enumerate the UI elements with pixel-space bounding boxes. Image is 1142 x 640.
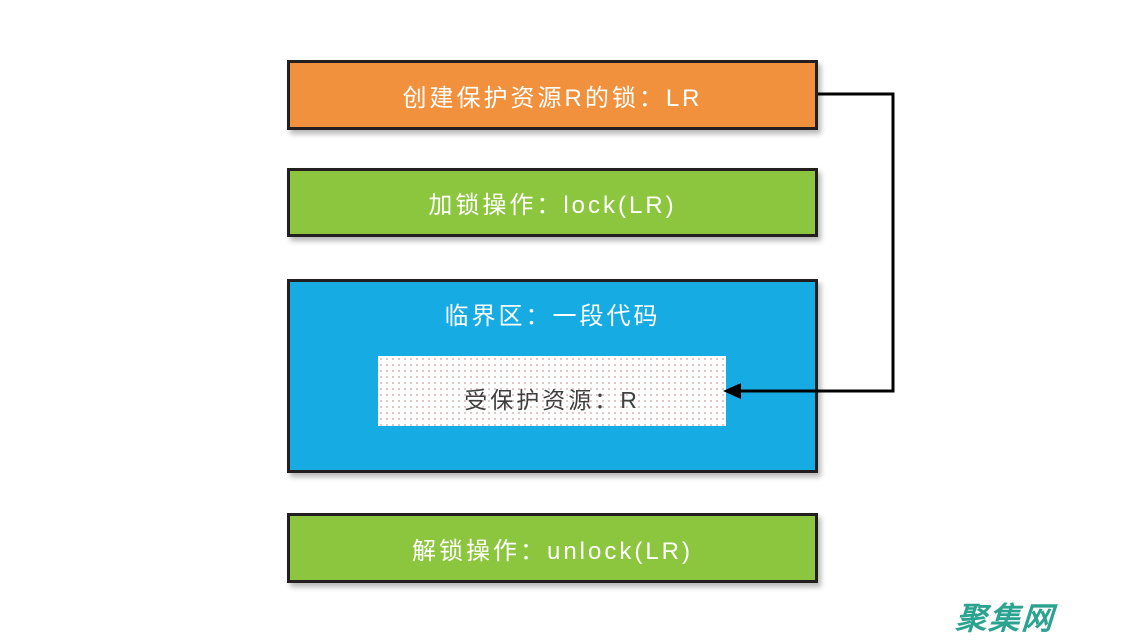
box-unlock-operation-label: 解锁操作：unlock(LR) <box>411 537 694 565</box>
box-protected-resource: 受保护资源：R <box>378 356 726 426</box>
site-logo: 聚集网 <box>954 601 1057 636</box>
box-create-lock-label: 创建保护资源R的锁：LR <box>402 84 703 112</box>
box-lock-operation-label: 加锁操作：lock(LR) <box>428 192 677 219</box>
box-critical-section: 临界区：一段代码 受保护资源：R <box>287 279 818 473</box>
box-critical-section-label: 临界区：一段代码 <box>444 303 661 330</box>
box-protected-resource-label: 受保护资源：R <box>464 387 640 413</box>
box-create-lock: 创建保护资源R的锁：LR <box>287 60 818 130</box>
box-unlock-operation: 解锁操作：unlock(LR) <box>287 513 818 583</box>
box-lock-operation: 加锁操作：lock(LR) <box>287 168 818 237</box>
